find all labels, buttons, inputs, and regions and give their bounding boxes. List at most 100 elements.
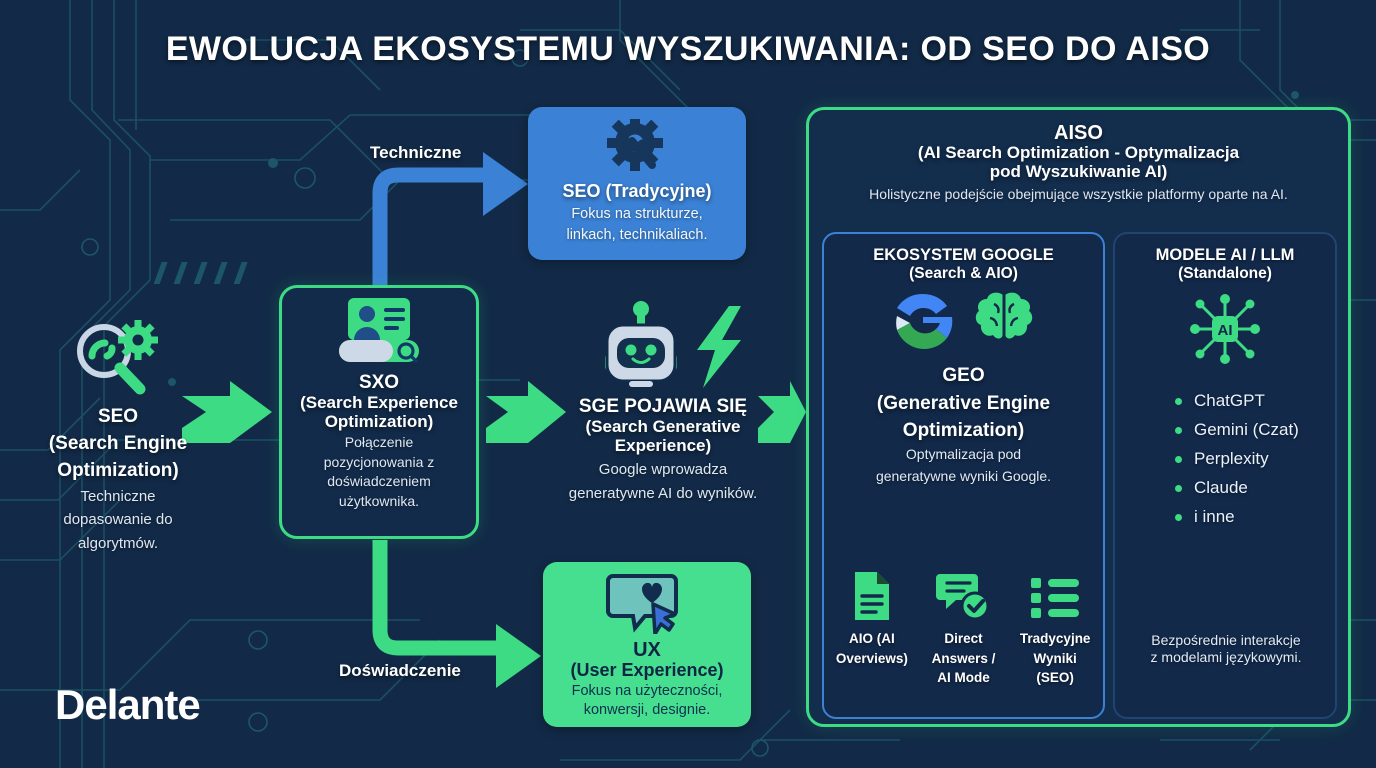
leaf-direct-line1: Direct <box>944 631 983 646</box>
llm-header-line2: (Standalone) <box>1178 264 1272 282</box>
sxo-desc-2: pozycjonowania z <box>323 453 435 470</box>
sxo-desc-3: doświadczeniem <box>327 473 431 490</box>
seo-traditional-desc-2: linkach, technikaliach. <box>566 226 708 243</box>
user-profile-search-icon <box>339 298 419 363</box>
llm-footer-line1: Bezpośrednie interakcje <box>1151 632 1301 648</box>
ux-title-2: (User Experience) <box>570 660 724 680</box>
leaf-direct-line3: AI Mode <box>937 670 990 686</box>
branch-technical-line <box>372 167 487 287</box>
stage-sge: SGE POJAWIA SIĘ (Search Generative Exper… <box>540 300 786 503</box>
google-header-line1: EKOSYSTEM GOOGLE <box>873 246 1054 264</box>
ux-title-1: UX <box>633 639 661 661</box>
llm-header-line1: MODELE AI / LLM <box>1155 246 1295 264</box>
stage-sxo-card[interactable]: SXO (Search Experience Optimization) Poł… <box>279 285 479 539</box>
aiso-title: AISO <box>1054 122 1103 144</box>
arrow-sxo-to-sge <box>486 381 566 443</box>
leaf-direct-line2: Answers / <box>931 650 996 666</box>
sge-title-2: (Search Generative <box>585 416 741 436</box>
llm-item-3: Claude <box>1194 478 1248 497</box>
brain-icon <box>975 293 1032 339</box>
bullet-dot-icon <box>1175 426 1182 434</box>
aiso-subtitle-1: (AI Search Optimization - Optymalizacja <box>917 143 1240 162</box>
aiso-header: AISO (AI Search Optimization - Optymaliz… <box>809 110 1348 203</box>
lightning-bolt-icon <box>697 306 741 388</box>
bullet-dot-icon <box>1175 484 1182 492</box>
google-panel-header: EKOSYSTEM GOOGLE (Search & AIO) <box>824 246 1103 282</box>
llm-footer-caption: Bezpośrednie interakcje z modelami język… <box>1120 632 1332 666</box>
arrow-seo-to-sxo-body <box>182 381 272 443</box>
panel-llm-models[interactable]: MODELE AI / LLM (Standalone) AI <box>1113 232 1337 719</box>
aiso-subtitle-2: pod Wyszukiwanie AI) <box>989 161 1168 181</box>
branch-experience-line <box>372 540 500 656</box>
list-item[interactable]: Gemini (Czat) <box>1175 420 1365 440</box>
gear-wrench-icon <box>607 115 663 171</box>
llm-panel-header: MODELE AI / LLM (Standalone) <box>1115 246 1335 282</box>
geo-title-line2: (Generative Engine <box>876 392 1051 414</box>
list-icon <box>1031 578 1080 618</box>
card-seo-traditional[interactable]: SEO (Tradycyjne) Fokus na strukturze, li… <box>528 107 746 260</box>
ux-desc-2: konwersji, designie. <box>583 701 711 718</box>
brand-name: Delante <box>55 682 200 728</box>
google-header-line2: (Search & AIO) <box>909 264 1018 282</box>
geo-leaf-row: AIO (AI Overviews) Direct Answers / AI M… <box>826 570 1101 686</box>
seo-desc-1: Techniczne <box>80 487 156 505</box>
document-icon <box>854 572 889 620</box>
list-item[interactable]: Perplexity <box>1175 449 1365 469</box>
llm-item-2: Perplexity <box>1194 449 1269 468</box>
leaf-aio-line1: AIO (AI <box>848 631 895 646</box>
branch-technical-arrowhead <box>483 152 528 216</box>
brand-logo[interactable]: Delante <box>55 681 241 735</box>
arrow-sge-to-aiso <box>758 381 806 443</box>
llm-model-list: ChatGPT Gemini (Czat) Perplexity Claude … <box>1135 391 1365 536</box>
llm-item-0: ChatGPT <box>1194 391 1265 410</box>
robot-icon <box>605 301 741 388</box>
geo-desc-1: Optymalizacja pod <box>905 446 1022 463</box>
bullet-dot-icon <box>1175 397 1182 405</box>
leaf-aio[interactable]: AIO (AI Overviews) <box>826 570 918 686</box>
geo-title: GEO <box>942 365 985 387</box>
ux-desc-1: Fokus na użyteczności, <box>571 682 723 699</box>
leaf-traditional-line2: Wyniki <box>1033 650 1077 666</box>
leaf-traditional-results[interactable]: Tradycyjne Wyniki (SEO) <box>1009 570 1101 686</box>
leaf-traditional-line1: Tradycyjne <box>1019 631 1091 646</box>
aiso-description: Holistyczne podejście obejmujące wszystk… <box>869 186 1288 203</box>
seo-title-3: Optimization) <box>57 459 179 481</box>
sxo-desc-4: użytkownika. <box>338 492 420 509</box>
ai-chip-icon: AI <box>1190 294 1260 365</box>
sxo-title-1: SXO <box>358 372 400 393</box>
card-ux[interactable]: UX (User Experience) Fokus na użytecznoś… <box>543 562 751 727</box>
panel-google-ecosystem[interactable]: EKOSYSTEM GOOGLE (Search & AIO) GEO <box>822 232 1105 719</box>
list-item[interactable]: Claude <box>1175 478 1365 498</box>
stage-seo: SEO (Search Engine Optimization) Technic… <box>18 318 218 553</box>
chat-check-icon <box>935 574 989 621</box>
page-title: EWOLUCJA EKOSYSTEMU WYSZUKIWANIA: OD SEO… <box>165 30 1211 68</box>
svg-text:AI: AI <box>1218 322 1233 339</box>
label-experience-branch: Doświadczenie <box>339 661 461 680</box>
seo-traditional-title: SEO (Tradycyjne) <box>562 181 712 201</box>
magnifier-gear-icon <box>76 320 158 395</box>
seo-title-2: (Search Engine <box>48 432 188 454</box>
geo-title-line3: Optimization) <box>902 419 1025 441</box>
sge-desc-1: Google wprowadza <box>598 461 728 479</box>
branch-experience-arrowhead <box>496 624 541 688</box>
list-item[interactable]: ChatGPT <box>1175 391 1365 411</box>
delante-wordmark-icon: Delante <box>55 681 201 728</box>
geo-desc-2: generatywne wyniki Google. <box>875 467 1052 484</box>
chat-heart-cursor-icon <box>606 574 678 636</box>
google-g-icon <box>895 294 952 350</box>
sge-desc-2: generatywne AI do wyników. <box>568 484 758 502</box>
llm-item-4: i inne <box>1194 507 1235 526</box>
leaf-direct-answers[interactable]: Direct Answers / AI Mode <box>918 570 1010 686</box>
sxo-title-2: (Search Experience <box>300 392 458 412</box>
seo-traditional-desc-1: Fokus na strukturze, <box>571 205 703 222</box>
leaf-aio-line2: Overviews) <box>835 650 908 666</box>
llm-footer-line2: z modelami językowymi. <box>1150 648 1302 665</box>
google-brain-icons <box>895 293 1032 350</box>
sge-title-3: Experience) <box>614 435 712 455</box>
llm-item-1: Gemini (Czat) <box>1194 420 1299 439</box>
label-technical-branch: Techniczne <box>370 143 462 162</box>
sxo-title-3: Optimization) <box>324 411 434 431</box>
sxo-desc-1: Połączenie <box>344 434 414 451</box>
list-item[interactable]: i inne <box>1175 507 1365 527</box>
